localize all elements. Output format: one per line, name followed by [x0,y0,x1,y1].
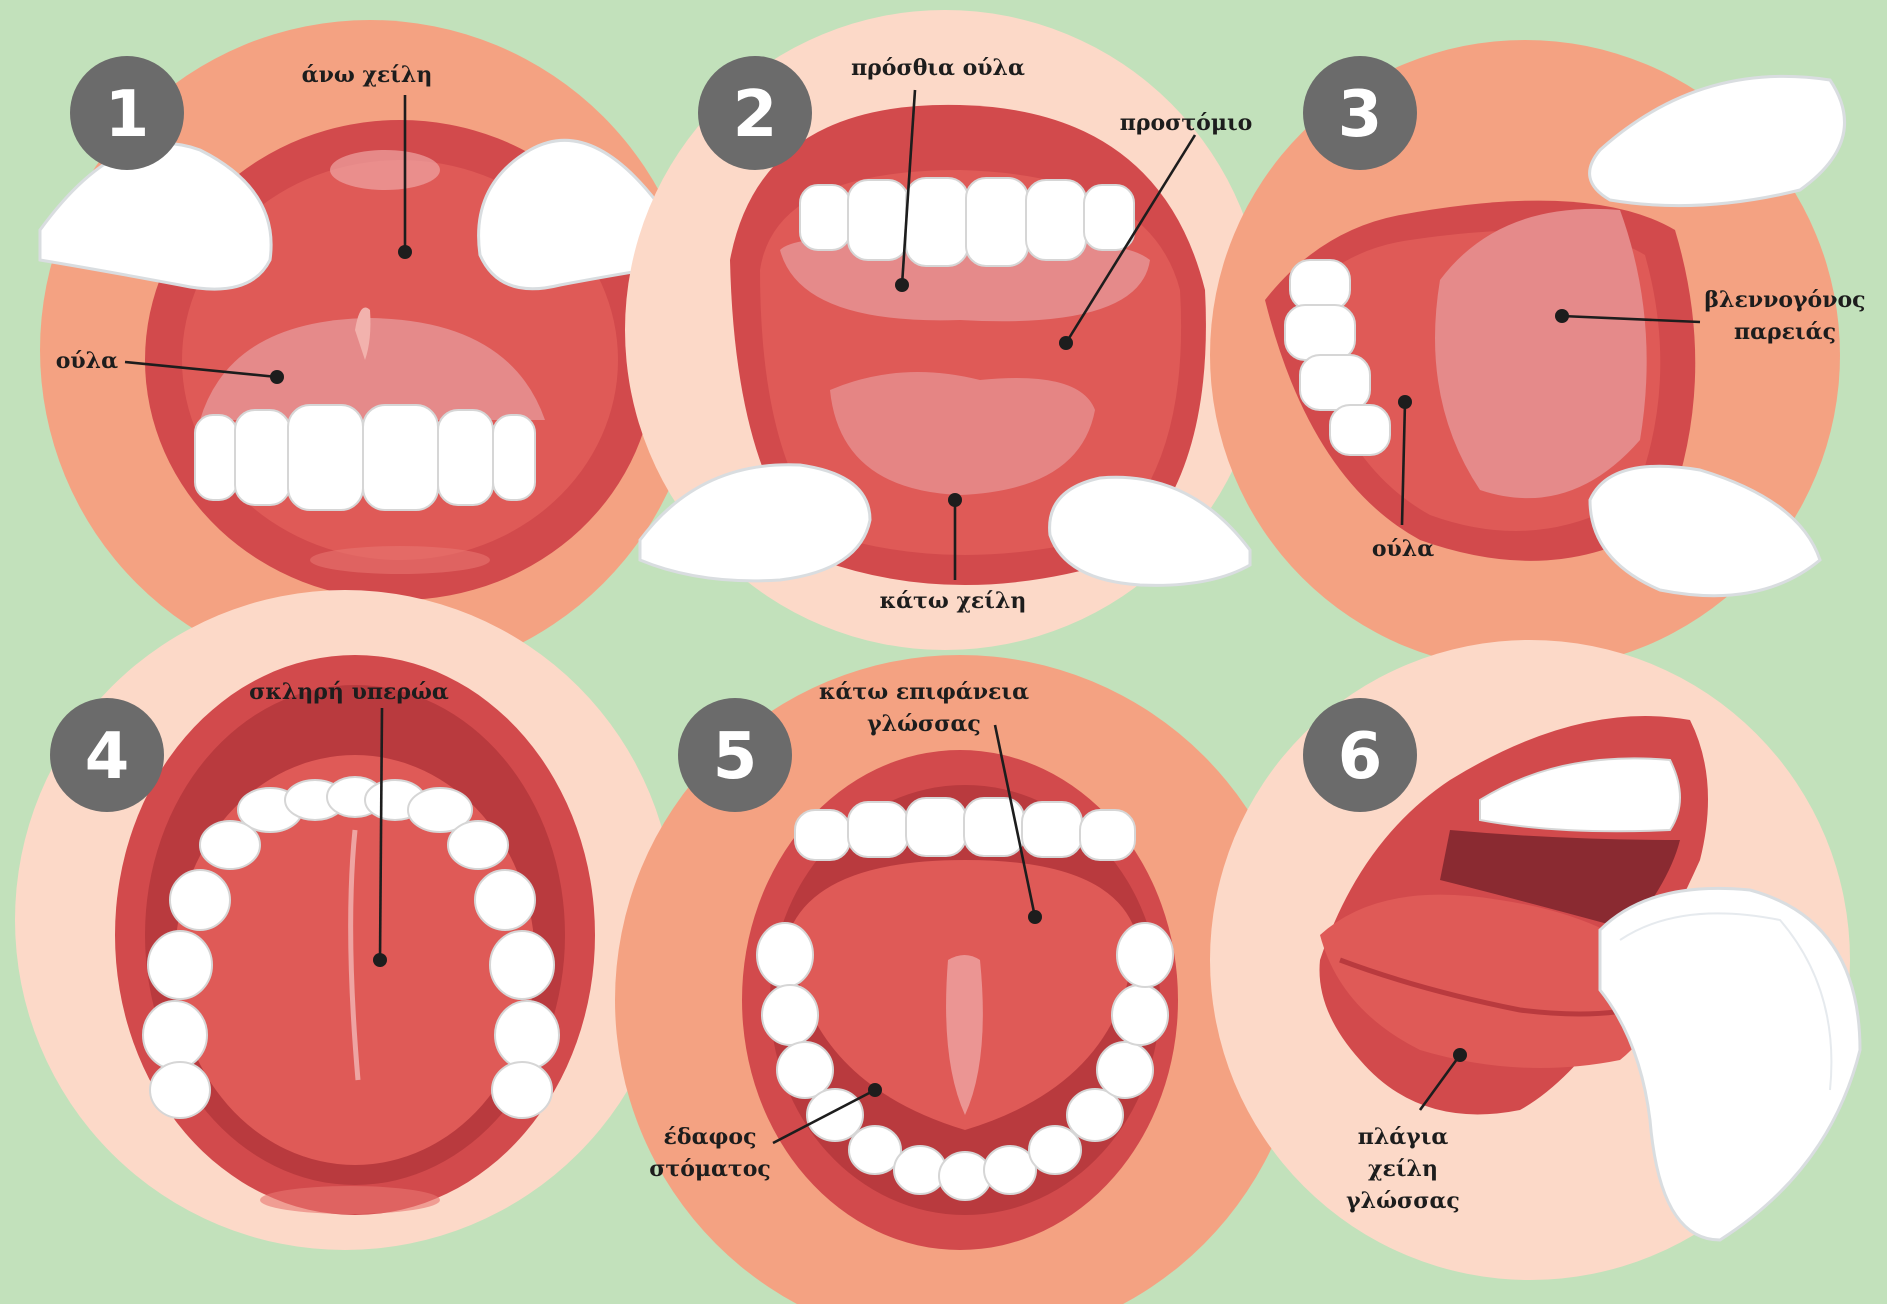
label-vestibule: προστόμιο [1120,110,1253,136]
label-mouth-floor-line2: στόματος [649,1156,771,1182]
label-front-gums: πρόσθια ούλα [851,55,1025,81]
badge-3-number: 3 [1338,78,1383,152]
badge-5-number: 5 [713,720,758,794]
label-tongue-underside-line2: γλώσσας [867,711,981,737]
label-cheek-mucosa-line2: παρειάς [1734,319,1836,345]
badge-5: 5 [678,698,792,812]
label-hard-palate: σκληρή υπερώα [249,679,449,705]
label-upper-lip: άνω χείλη [302,62,433,88]
label-cheek-mucosa-line1: βλεννογόνος [1704,287,1865,313]
panel-3 [1210,40,1845,670]
badge-2-number: 2 [733,78,778,152]
badge-6: 6 [1303,698,1417,812]
label-gums-panel-3: ούλα [1372,536,1434,562]
badge-4: 4 [50,698,164,812]
badge-1-number: 1 [105,78,150,152]
badge-2: 2 [698,56,812,170]
panel-1-teeth [195,405,535,510]
label-tongue-underside-line1: κάτω επιφάνεια [819,679,1029,705]
label-tongue-sides-line2: χείλη [1368,1156,1438,1182]
label-tongue-sides-line3: γλώσσας [1346,1188,1460,1214]
panel-1-lower-lip-shine [310,546,490,574]
badge-1: 1 [70,56,184,170]
label-gums-panel-1: ούλα [56,348,118,374]
badge-3: 3 [1303,56,1417,170]
label-tongue-sides-line1: πλάγια [1358,1124,1449,1150]
panel-1-highlight [330,150,440,190]
label-lower-lip: κάτω χείλη [880,588,1027,614]
badge-6-number: 6 [1338,720,1383,794]
panel-3-cheek-mucosa [1435,209,1647,498]
panel-4-lower-lip-shine [260,1186,440,1214]
badge-4-number: 4 [85,720,130,794]
label-mouth-floor-line1: έδαφος [664,1124,757,1150]
